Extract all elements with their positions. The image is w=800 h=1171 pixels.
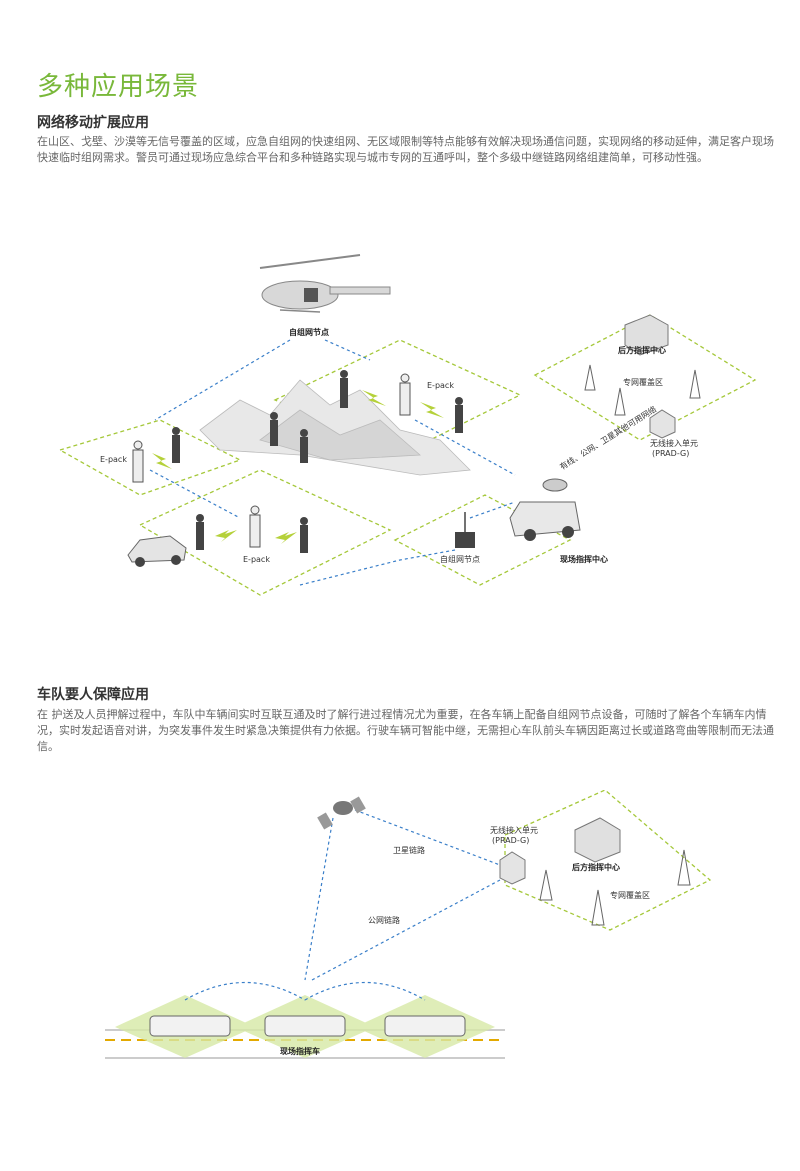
section2-heading: 车队要人保障应用 [37,687,149,703]
mountains [199,379,471,476]
wireless-access-unit-icon [649,409,676,439]
radio-links [149,339,516,586]
ground-node-label: 自组网节点 [440,554,480,564]
tower-icons [584,364,701,416]
prad-label: (PRAD-G) [652,449,689,458]
rear-center-building-icon [574,817,621,863]
prad-label: (PRAD-G) [492,836,529,845]
tower-icons [539,849,691,926]
epack-label-top: E-pack [427,381,454,390]
command-vehicle-icon [509,478,581,541]
public-link-label: 公网链路 [368,915,400,925]
private-coverage-label: 专网覆盖区 [610,890,650,900]
section1-heading: 网络移动扩展应用 [37,115,149,131]
heli-node-label: 自组网节点 [289,327,329,337]
epack-person-icons [132,373,411,548]
rear-center-label: 后方指挥中心 [618,345,666,355]
satellite-link-label: 卫星链路 [393,845,425,855]
zone-ground-node [393,494,572,586]
private-coverage-label: 专网覆盖区 [623,377,663,387]
network-extension-diagram: 自组网节点 E-pack E-pack E-pack 现场指挥中心 [58,254,757,596]
site-vehicle-label: 现场指挥车 [280,1046,320,1056]
rear-center-building-icon [624,314,669,356]
epack-label-bottom: E-pack [243,555,270,564]
zone-bottom [138,469,392,596]
convoy-car-icons [149,1015,466,1037]
convoy-diagram: 卫星链路 公网链路 现场指挥车 无线接入单元 (PRAD-G) 后方指挥中心 专… [105,790,712,1059]
wireless-access-label: 无线接入单元 [490,825,538,835]
person-icons [172,370,463,553]
site-center-label: 现场指挥中心 [560,554,608,564]
epack-label-left: E-pack [100,455,127,464]
police-car-icon [127,535,187,567]
ground-node-icon [455,512,475,548]
page-title: 多种应用场景 [37,72,200,102]
section1-paragraph: 在山区、戈壁、沙漠等无信号覆盖的区域，应急自组网的快速组网、无区域限制等特点能够… [37,135,774,164]
wireless-access-label: 无线接入单元 [650,438,698,448]
rear-zone [504,790,712,931]
satellite-icon [317,796,366,830]
wireless-access-unit-icon [499,851,526,885]
rear-center-label: 后方指挥中心 [572,862,620,872]
zone-left [58,419,242,496]
signal-bolt-icons [152,390,444,544]
zone-rear-center [533,314,757,441]
relay-arcs [184,809,501,1001]
section2-paragraph: 在 护送及人员押解过程中，车队中车辆间实时互联互通及时了解行进过程情况尤为重要，… [37,708,774,753]
helicopter-icon [259,254,391,313]
